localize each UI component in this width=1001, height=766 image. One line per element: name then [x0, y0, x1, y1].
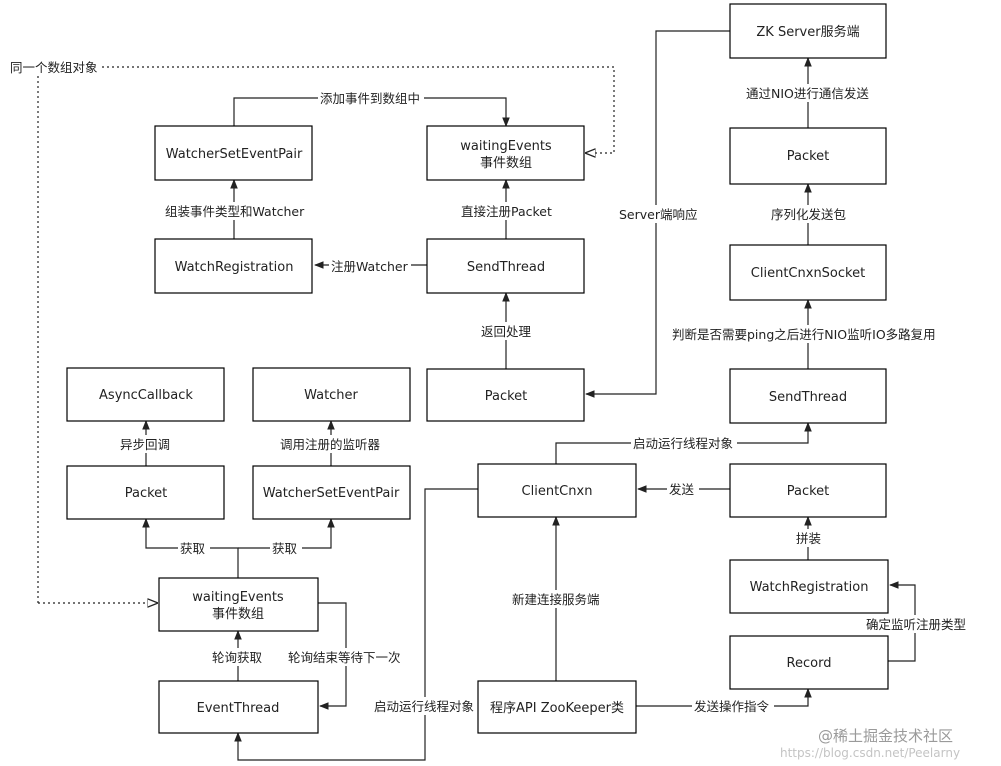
node-send-thread-top-text: SendThread	[467, 260, 545, 275]
label-start-thread-bottom: 启动运行线程对象	[374, 699, 474, 714]
label-add-to-array: 添加事件到数组中	[320, 91, 420, 106]
node-packet-left: Packet	[66, 465, 225, 520]
label-async-callback: 异步回调	[120, 437, 170, 452]
node-client-cnxn-socket-text: ClientCnxnSocket	[751, 266, 865, 281]
node-packet-mid: Packet	[426, 368, 585, 422]
label-poll-fetch: 轮询获取	[212, 650, 263, 665]
node-zk-server-text: ZK Server服务端	[756, 24, 859, 40]
node-watcher: Watcher	[252, 367, 411, 422]
node-packet-left-text: Packet	[125, 486, 168, 501]
node-watch-registration-top: WatchRegistration	[154, 238, 313, 294]
label-start-thread-top: 启动运行线程对象	[633, 436, 733, 451]
node-send-thread-right: SendThread	[729, 368, 887, 424]
label-ping-nio: 判断是否需要ping之后进行NIO监听IO多路复用	[672, 327, 936, 342]
node-waiting-events-bottom-text1: waitingEvents	[192, 590, 284, 605]
label-same-array: 同一个数组对象	[10, 60, 98, 75]
node-send-thread-right-text: SendThread	[769, 390, 847, 405]
node-packet-mid-text: Packet	[485, 389, 528, 404]
node-watch-registration-right-text: WatchRegistration	[750, 580, 869, 595]
edge-labels: 同一个数组对象 添加事件到数组中 通过NIO进行通信发送 组装事件类型和Watc…	[8, 58, 974, 715]
node-watcher-set-event-pair-top: WatcherSetEventPair	[154, 125, 313, 181]
label-new-connection: 新建连接服务端	[512, 592, 600, 607]
label-serialize-send: 序列化发送包	[771, 207, 846, 222]
watermark-url: https://blog.csdn.net/Peelarny	[780, 746, 960, 760]
node-async-callback: AsyncCallback	[66, 367, 225, 422]
node-client-cnxn: ClientCnxn	[477, 463, 637, 518]
node-event-thread: EventThread	[158, 680, 319, 734]
label-poll-end-wait: 轮询结束等待下一次	[288, 650, 401, 665]
node-watcher-set-event-pair-left-text: WatcherSetEventPair	[263, 486, 400, 501]
node-waiting-events-top-text2: 事件数组	[480, 156, 532, 171]
node-watch-registration-top-text: WatchRegistration	[175, 260, 294, 275]
node-record: Record	[729, 635, 889, 690]
label-confirm-type: 确定监听注册类型	[866, 617, 966, 632]
node-zookeeper-api-text: 程序API ZooKeeper类	[490, 701, 624, 716]
label-server-response: Server端响应	[619, 207, 698, 222]
node-waiting-events-top-text1: waitingEvents	[460, 139, 552, 154]
label-call-listener: 调用注册的监听器	[280, 437, 381, 452]
nodes: ZK Server服务端 waitingEvents 事件数组 WatcherS…	[66, 3, 889, 734]
label-fetch-right: 获取	[272, 541, 298, 556]
node-watcher-set-event-pair-left: WatcherSetEventPair	[252, 465, 411, 520]
label-register-watcher: 注册Watcher	[331, 259, 409, 274]
node-zk-server: ZK Server服务端	[729, 3, 887, 59]
label-fetch-left: 获取	[180, 541, 206, 556]
node-waiting-events-bottom: waitingEvents 事件数组	[158, 577, 319, 632]
node-async-callback-text: AsyncCallback	[99, 388, 193, 403]
label-nio-send: 通过NIO进行通信发送	[746, 86, 869, 101]
label-return-process: 返回处理	[481, 324, 532, 339]
node-event-thread-text: EventThread	[197, 701, 280, 716]
label-direct-register-packet: 直接注册Packet	[461, 204, 552, 219]
label-send: 发送	[669, 482, 695, 497]
node-zookeeper-api: 程序API ZooKeeper类	[477, 680, 637, 734]
node-watch-registration-right: WatchRegistration	[729, 559, 889, 614]
node-client-cnxn-socket: ClientCnxnSocket	[729, 244, 887, 301]
edge-cnxn-to-eventthread	[234, 488, 478, 761]
node-waiting-events-top: waitingEvents 事件数组	[426, 125, 585, 181]
node-waiting-events-bottom-text2: 事件数组	[212, 607, 264, 622]
node-packet-top-right-text: Packet	[787, 149, 830, 164]
label-send-command: 发送操作指令	[694, 699, 770, 714]
node-packet-right-text: Packet	[787, 484, 830, 499]
node-watcher-text: Watcher	[304, 388, 358, 403]
node-watcher-set-event-pair-top-text: WatcherSetEventPair	[166, 147, 303, 162]
node-send-thread-top: SendThread	[426, 238, 585, 294]
node-client-cnxn-text: ClientCnxn	[522, 484, 593, 499]
watermark: @稀土掘金技术社区 https://blog.csdn.net/Peelarny	[780, 727, 960, 760]
edge-waiting-to-pair-left	[238, 518, 335, 549]
node-packet-top-right: Packet	[729, 127, 887, 185]
label-assemble-event: 组装事件类型和Watcher	[165, 204, 305, 219]
watermark-brand: @稀土掘金技术社区	[818, 727, 953, 745]
node-record-text: Record	[787, 656, 832, 671]
edge-same-array-top	[37, 66, 615, 603]
label-assemble: 拼装	[796, 531, 821, 546]
node-packet-right: Packet	[729, 463, 887, 518]
